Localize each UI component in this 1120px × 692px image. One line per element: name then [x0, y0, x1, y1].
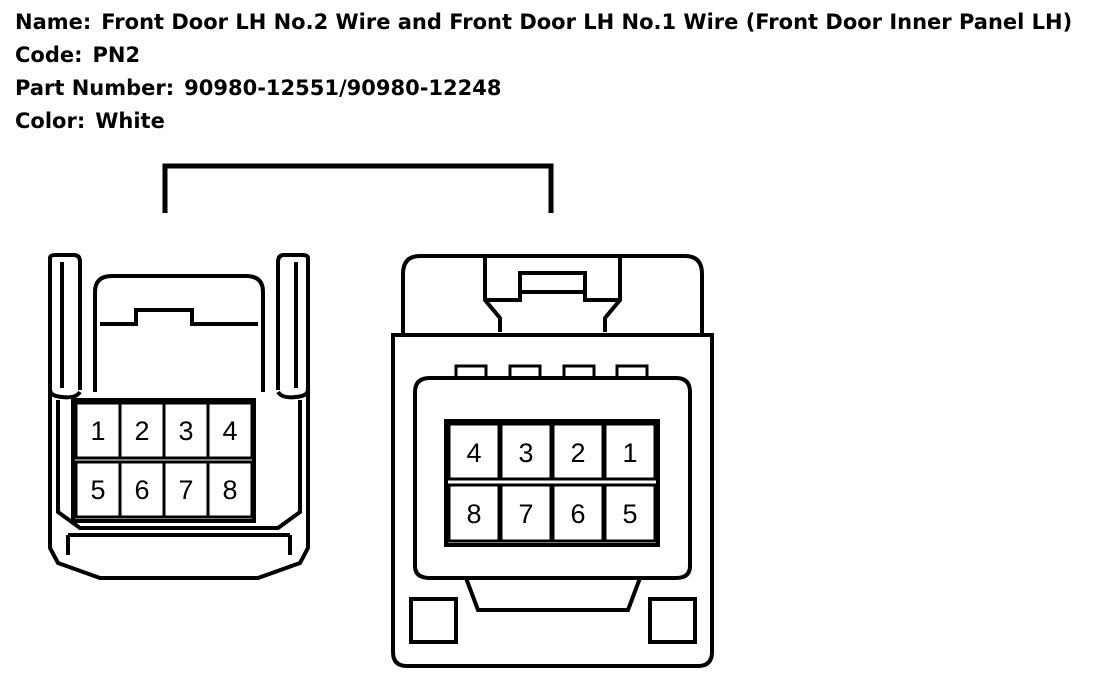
- right-inner-frame: [413, 376, 692, 580]
- pin-number: 8: [222, 475, 237, 505]
- color-label: Color:: [15, 109, 86, 133]
- left-latch-right-outer: [276, 253, 310, 390]
- part-number-label: Part Number:: [15, 76, 175, 100]
- pin-number: 2: [134, 416, 149, 446]
- pin-number: 3: [518, 438, 533, 468]
- left-pin-cell: [206, 460, 254, 519]
- code-label: Code:: [15, 43, 83, 67]
- name-row: Name: Front Door LH No.2 Wire and Front D…: [15, 6, 1072, 39]
- pin-number: 1: [622, 438, 637, 468]
- left-pin-grid-frame: [71, 398, 256, 523]
- right-pin-cell: [499, 483, 553, 543]
- part-number-row: Part Number: 90980-12551/90980-12248: [15, 72, 1072, 105]
- right-pin-cell: [551, 422, 605, 481]
- left-latch-curve-right: [276, 389, 310, 400]
- left-outer-shell: [48, 258, 310, 580]
- right-pin-cell: [603, 422, 657, 481]
- color-row: Color: White: [15, 105, 1072, 138]
- pin-number: 7: [518, 499, 533, 529]
- left-lock-tab: [100, 308, 258, 326]
- part-number-value: 90980-12551/90980-12248: [184, 76, 502, 100]
- right-pin-cell: [603, 483, 657, 543]
- right-outer-shell: [391, 333, 714, 668]
- pin-number: 7: [178, 475, 193, 505]
- right-lock-arms: [483, 258, 622, 332]
- pin-number: 6: [134, 475, 149, 505]
- right-lock-notch: [518, 290, 587, 300]
- name-value: Front Door LH No.2 Wire and Front Door L…: [101, 10, 1073, 34]
- pin-number: 3: [178, 416, 193, 446]
- right-pin-cell: [499, 422, 553, 481]
- mating-bracket: [162, 163, 554, 213]
- pin-number: 8: [466, 499, 481, 529]
- pin-number: 2: [570, 438, 585, 468]
- left-pin-labels: 1 2 3 4 5 6 7 8: [90, 416, 237, 505]
- left-pin-cells: [74, 401, 254, 519]
- pin-number: 6: [570, 499, 585, 529]
- right-corner-block-left: [409, 597, 458, 644]
- pin-number: 1: [90, 416, 105, 446]
- right-pin-cell: [447, 483, 501, 543]
- right-bottom-channel: [464, 577, 642, 612]
- right-pin-grid-frame: [444, 419, 660, 547]
- pin-number: 4: [466, 438, 481, 468]
- left-inner-frame: [56, 400, 302, 530]
- left-connector: [48, 253, 310, 580]
- pin-number: 4: [222, 416, 237, 446]
- left-latch-left-outer: [48, 253, 82, 390]
- name-label: Name:: [15, 10, 92, 34]
- right-top-housing: [401, 254, 704, 335]
- right-corner-block-right: [648, 597, 697, 644]
- color-value: White: [95, 109, 165, 133]
- left-housing-top: [93, 274, 265, 392]
- right-pin-cell: [447, 422, 501, 481]
- right-connector: [391, 254, 714, 668]
- left-latch-curve-left: [48, 389, 82, 400]
- left-bottom-lip: [66, 533, 292, 555]
- left-pin-cell: [206, 401, 254, 460]
- code-value: PN2: [92, 43, 141, 67]
- code-row: Code: PN2: [15, 39, 1072, 72]
- right-lock-tab: [485, 271, 620, 302]
- pin-number: 5: [622, 499, 637, 529]
- right-pin-cell: [551, 483, 605, 543]
- pin-number: 5: [90, 475, 105, 505]
- right-pin-labels: 4 3 2 1 8 7 6 5: [466, 438, 637, 529]
- connector-info: Name: Front Door LH No.2 Wire and Front D…: [15, 6, 1072, 138]
- right-pin-cells: [447, 422, 657, 543]
